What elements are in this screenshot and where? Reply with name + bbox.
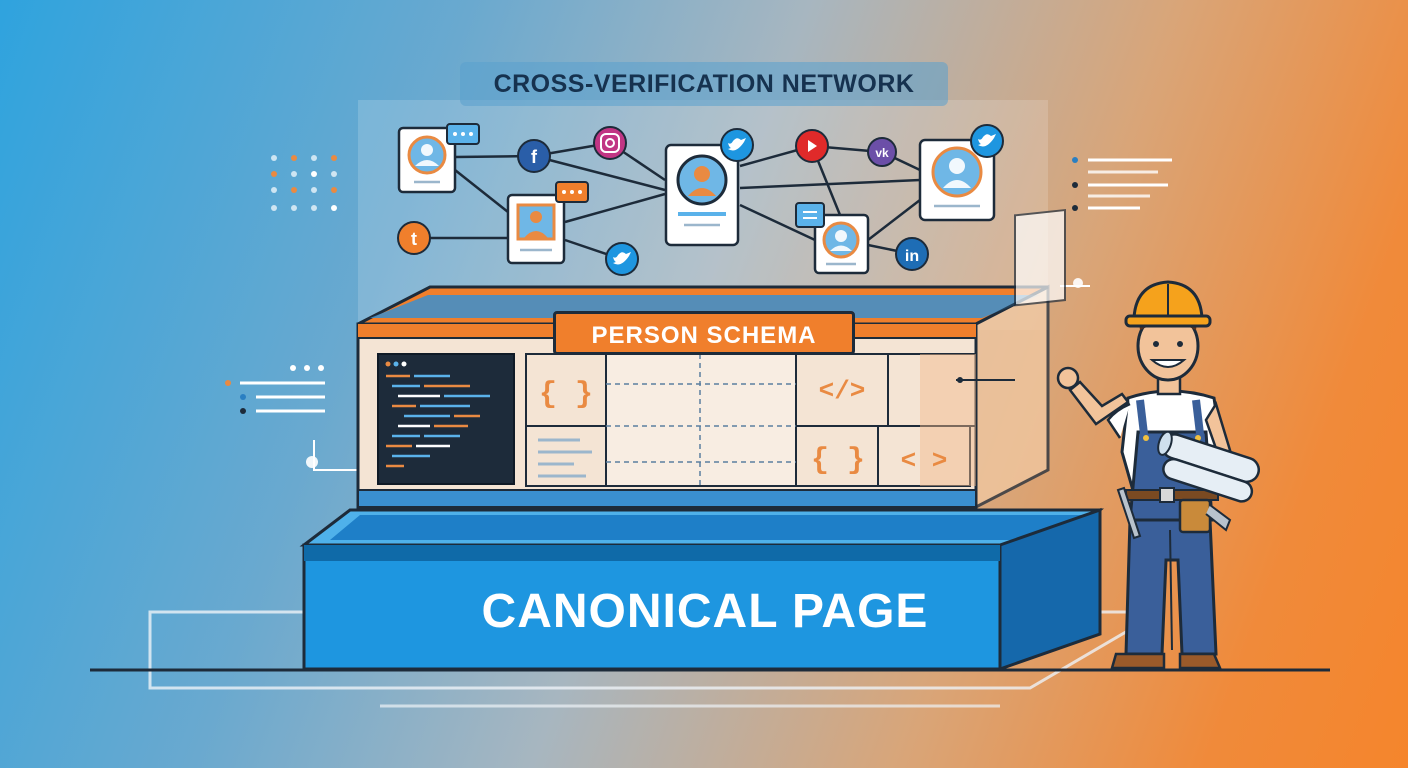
person-schema-label: PERSON SCHEMA xyxy=(553,311,855,355)
canonical-base xyxy=(299,507,1104,672)
twitter-icon-top xyxy=(720,128,754,162)
twitter-icon-right xyxy=(970,124,1004,158)
vk-icon: vk xyxy=(867,137,897,167)
facebook-icon: f xyxy=(517,139,551,173)
linkedin-icon: in xyxy=(895,237,929,271)
profile-card-1 xyxy=(397,123,480,194)
schema-box xyxy=(356,208,1066,510)
canonical-page-label: CANONICAL PAGE xyxy=(481,585,929,638)
youtube-icon xyxy=(795,129,829,163)
profile-card-5 xyxy=(918,138,996,222)
profile-card-3 xyxy=(664,143,740,247)
svg-text:t: t xyxy=(411,229,417,249)
instagram-icon xyxy=(593,126,627,160)
svg-text:f: f xyxy=(531,147,538,167)
twitter-icon-bottom xyxy=(605,242,639,276)
decor-lines-left xyxy=(225,365,325,414)
decor-lines-right xyxy=(1072,157,1172,211)
worker-figure xyxy=(1056,280,1261,670)
tumblr-icon: t xyxy=(397,221,431,255)
svg-text:in: in xyxy=(905,248,919,265)
network-title: CROSS-VERIFICATION NETWORK xyxy=(460,62,948,106)
svg-text:vk: vk xyxy=(875,146,889,160)
profile-card-4 xyxy=(795,202,870,275)
profile-card-2 xyxy=(506,181,589,265)
decor-dots-left xyxy=(271,155,337,211)
